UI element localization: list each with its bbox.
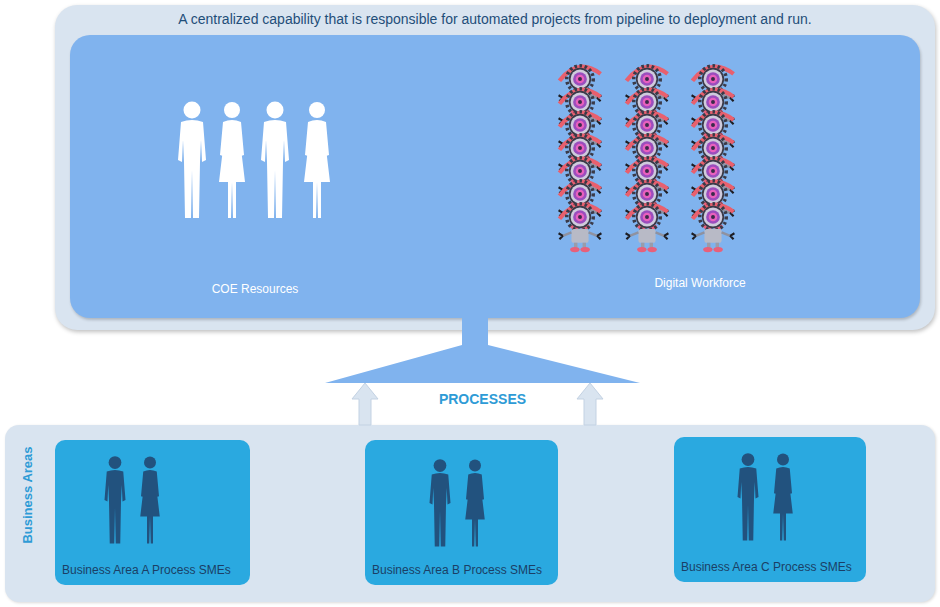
robot-icon — [692, 112, 735, 160]
robot-icon — [692, 181, 735, 229]
robot-icon — [692, 158, 735, 206]
robot-icon — [626, 112, 669, 160]
robot-icon — [559, 181, 602, 229]
process-funnel: PROCESSES — [325, 318, 640, 383]
robot-group — [559, 66, 735, 252]
robot-icon — [626, 66, 669, 114]
robot-icon — [559, 135, 602, 183]
funnel-label: PROCESSES — [325, 391, 640, 408]
person-silhouette — [304, 102, 330, 218]
sme-people — [105, 453, 793, 546]
business-area-box: Business Area A Process SMEs — [55, 440, 250, 585]
robot-icon — [692, 89, 735, 137]
robot-icon — [692, 135, 735, 183]
coe-people — [178, 102, 330, 219]
business-area-box: Business Area B Process SMEs — [365, 440, 558, 585]
person-silhouette — [105, 456, 126, 543]
funnel-shape — [325, 318, 640, 383]
funnel-outline — [325, 318, 640, 383]
person-silhouette — [261, 102, 289, 219]
coe-panel: COE Resources Digital Workforce — [70, 35, 920, 318]
person-silhouette — [219, 102, 245, 218]
robot-icon — [626, 135, 669, 183]
robot-icon — [626, 89, 669, 137]
robot-icon — [559, 112, 602, 160]
robot-icon — [559, 66, 602, 114]
group-label: Digital Workforce — [625, 276, 775, 290]
group-label: COE Resources — [180, 282, 330, 296]
person-silhouette — [178, 102, 206, 219]
person-silhouette — [773, 454, 793, 541]
robot-icon — [559, 158, 602, 206]
band-label: Business Areas — [19, 425, 37, 565]
robot-icon — [692, 204, 735, 252]
robot-icon — [626, 204, 669, 252]
panel-title: A centralized capability that is respons… — [55, 11, 935, 28]
robot-icon — [626, 181, 669, 229]
flow-arrow — [352, 383, 378, 425]
area-label: Business Area C Process SMEs — [681, 560, 852, 574]
robot-icon — [559, 89, 602, 137]
flow-arrow — [577, 383, 603, 425]
area-label: Business Area A Process SMEs — [62, 563, 231, 577]
business-band: Business AreasBusiness Area A Process SM… — [5, 425, 935, 602]
robot-icon — [692, 66, 735, 114]
area-label: Business Area B Process SMEs — [372, 563, 542, 577]
robot-icon — [559, 204, 602, 252]
robot-icon — [626, 158, 669, 206]
capability-panel: A centralized capability that is respons… — [55, 5, 935, 330]
person-silhouette — [140, 457, 160, 544]
person-silhouette — [738, 453, 759, 540]
business-area-box: Business Area C Process SMEs — [674, 437, 866, 582]
person-silhouette — [430, 459, 451, 546]
person-silhouette — [465, 460, 485, 547]
